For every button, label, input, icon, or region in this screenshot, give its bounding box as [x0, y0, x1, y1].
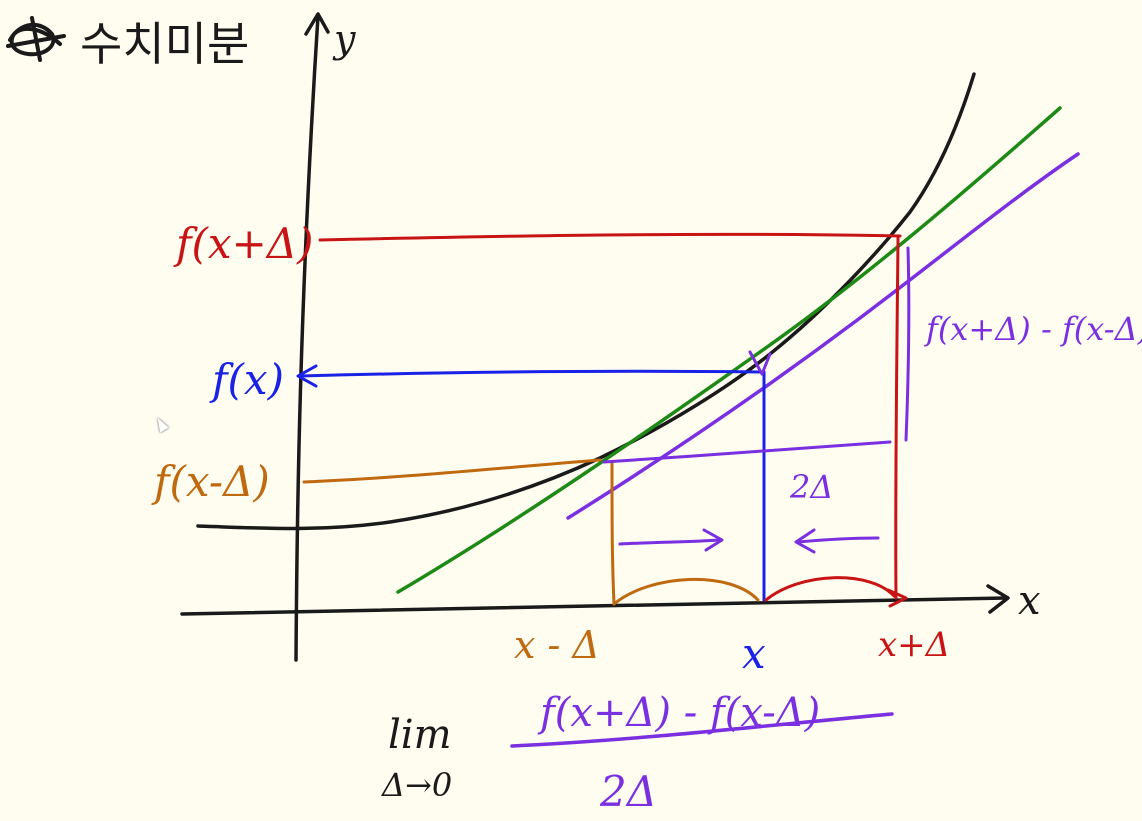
f-x-horizontal-arrow [298, 369, 762, 378]
label-x: x [742, 629, 766, 678]
star-doodle-icon [6, 16, 66, 62]
function-curve [196, 72, 976, 531]
y-axis [294, 12, 330, 662]
label-difference: f(x+Δ) - f(x-Δ) [924, 310, 1142, 348]
formula-denominator: 2Δ [599, 767, 657, 816]
left-pointing-arrow [794, 528, 880, 554]
label-two-delta: 2Δ [789, 468, 833, 506]
label-x-plus-delta: x+Δ [878, 625, 950, 665]
label-f-x-plus: f(x+Δ) [173, 219, 314, 268]
label-f-x-minus: f(x-Δ) [151, 457, 270, 506]
right-delta-arc [764, 576, 896, 602]
left-delta-arc [612, 577, 760, 606]
x-minus-vertical [610, 460, 616, 606]
label-f-x: f(x) [209, 355, 284, 404]
f-x-minus-horizontal [302, 458, 602, 484]
f-x-minus-level-line [602, 440, 892, 464]
formula-numerator: f(x+Δ) - f(x-Δ) [537, 690, 820, 736]
formula-limit-subscript: Δ→0 [380, 766, 452, 804]
label-x-minus-delta: x - Δ [514, 623, 600, 667]
fraction-bar [510, 712, 894, 748]
y-axis-label: y [332, 17, 356, 61]
secant-line [396, 106, 1062, 594]
f-x-plus-horizontal [318, 232, 902, 242]
formula-lim: lim [388, 712, 452, 758]
tangent-line [566, 152, 1080, 520]
x-axis-label: x [1018, 578, 1041, 624]
title-text: 수치미분 [80, 17, 249, 71]
right-pointing-arrow [618, 528, 724, 552]
x-plus-vertical [894, 236, 900, 600]
x-axis [180, 584, 1010, 616]
difference-bracket [904, 246, 911, 442]
